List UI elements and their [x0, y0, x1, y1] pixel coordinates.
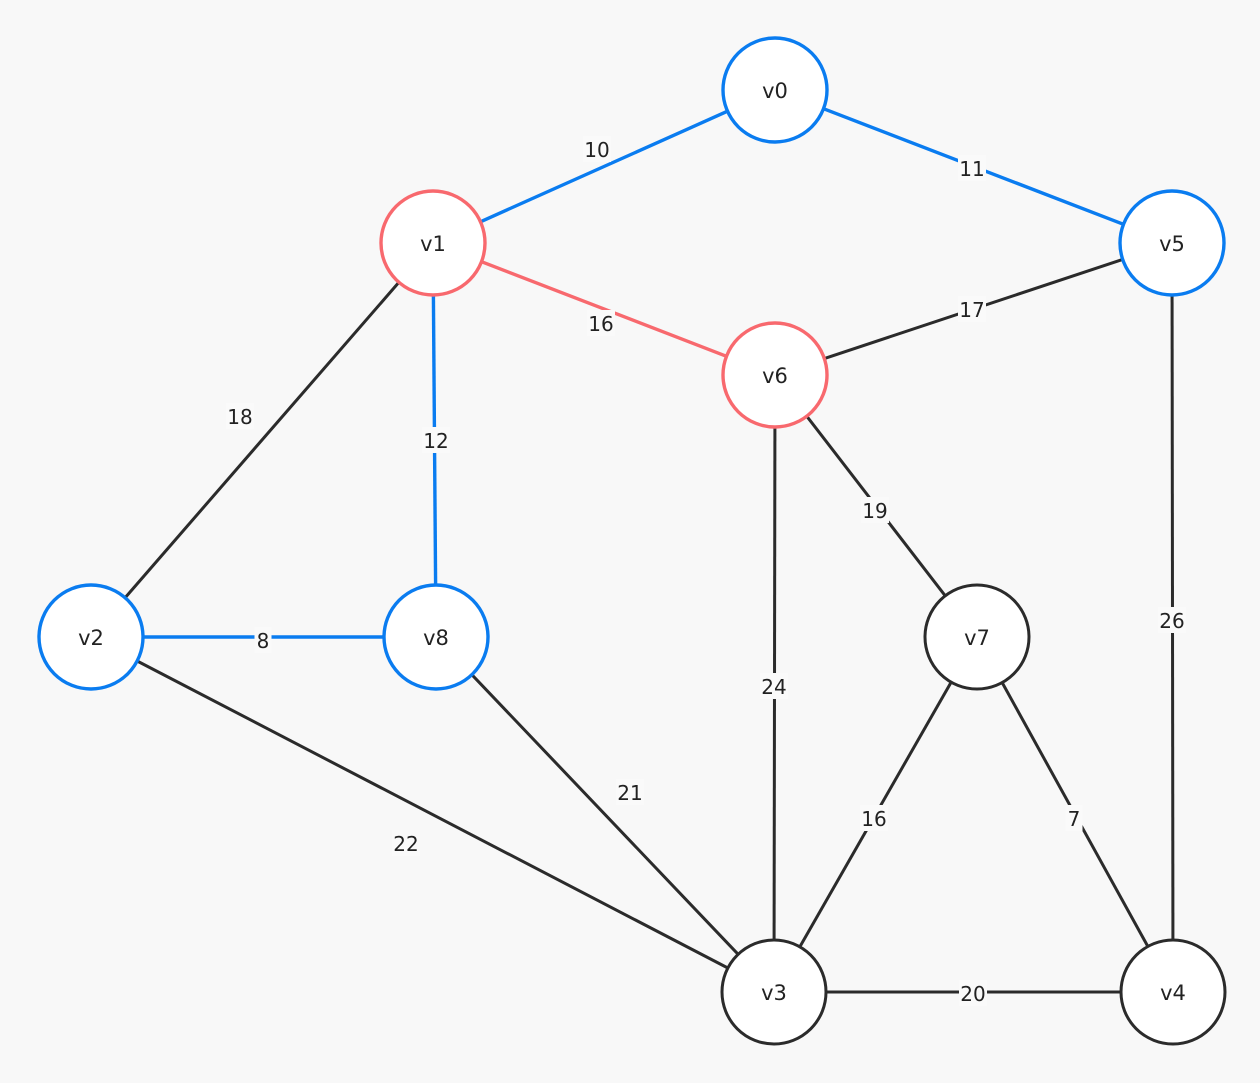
node-circle-v0[interactable]	[721, 36, 829, 144]
edge-weight-text: 16	[588, 312, 613, 336]
graph-node-v0[interactable]: v0	[721, 36, 829, 144]
graph-node-v2[interactable]: v2	[37, 583, 145, 691]
edge-weight-label-v0-v5: 11	[958, 155, 986, 181]
node-circle-v3[interactable]	[720, 938, 828, 1046]
edge-weight-text: 10	[584, 138, 609, 162]
edge-weight-label-v2-v3: 22	[392, 830, 420, 856]
graph-node-v8[interactable]: v8	[382, 583, 490, 691]
node-circle-v7[interactable]	[923, 583, 1031, 691]
node-label-v4: v4	[1160, 981, 1186, 1005]
edge-weight-label-v1-v0: 10	[583, 136, 611, 162]
edge-weight-text: 21	[617, 781, 642, 805]
graph-node-v4[interactable]: v4	[1119, 938, 1227, 1046]
node-label-v1: v1	[420, 232, 446, 256]
edge-weight-label-v6-v5: 17	[958, 296, 986, 322]
edge-weight-text: 8	[257, 629, 270, 653]
edge-label-background	[861, 497, 889, 523]
nodes-layer: v0 v1 v5 v6 v2 v8 v7 v3 v4	[37, 36, 1227, 1046]
edge-weight-text: 20	[960, 982, 985, 1006]
graph-edge-v1-v2	[123, 281, 401, 599]
node-circle-v2[interactable]	[37, 583, 145, 691]
graph-node-v6[interactable]: v6	[721, 321, 829, 429]
edge-label-background	[587, 310, 615, 336]
edge-weight-text: 24	[761, 675, 786, 699]
graph-node-v7[interactable]: v7	[923, 583, 1031, 691]
edge-label-background	[959, 980, 987, 1006]
edge-label-background	[616, 779, 644, 805]
edge-weight-label-v1-v6: 16	[587, 310, 615, 336]
graph-edge-v1-v6	[480, 260, 728, 358]
edge-weight-label-v3-v4: 20	[959, 980, 987, 1006]
node-label-v6: v6	[762, 364, 788, 388]
edge-weight-label-v6-v7: 19	[861, 497, 889, 523]
edge-weight-label-v8-v3: 21	[616, 779, 644, 805]
graph-edge-v2-v3	[136, 659, 729, 970]
edges-layer	[123, 107, 1175, 994]
node-label-v7: v7	[964, 626, 990, 650]
graph-node-v3[interactable]: v3	[720, 938, 828, 1046]
edge-label-background	[422, 427, 450, 453]
edge-weight-label-v7-v4: 7	[1065, 805, 1083, 831]
edge-weight-text: 11	[959, 157, 984, 181]
edge-label-background	[860, 805, 888, 831]
edge-weight-text: 26	[1159, 609, 1184, 633]
edge-label-background	[392, 830, 420, 856]
node-circle-v4[interactable]	[1119, 938, 1227, 1046]
node-label-v8: v8	[423, 626, 449, 650]
node-circle-v5[interactable]	[1118, 189, 1226, 297]
node-label-v3: v3	[761, 981, 787, 1005]
edge-weight-text: 22	[393, 832, 418, 856]
edge-weight-label-v1-v2: 18	[226, 403, 254, 429]
edge-label-background	[958, 155, 986, 181]
node-label-v2: v2	[78, 626, 104, 650]
edge-label-background	[583, 136, 611, 162]
edge-weight-text: 17	[959, 298, 984, 322]
edge-label-background	[254, 627, 272, 653]
edge-weight-text: 19	[862, 499, 887, 523]
graph-node-v1[interactable]: v1	[379, 189, 487, 297]
node-circle-v8[interactable]	[382, 583, 490, 691]
edge-weight-text: 12	[423, 429, 448, 453]
edge-weight-label-v5-v4: 26	[1158, 607, 1186, 633]
edge-label-background	[760, 673, 788, 699]
edge-label-background	[226, 403, 254, 429]
graph-node-v5[interactable]: v5	[1118, 189, 1226, 297]
graph-edge-v8-v3	[470, 673, 740, 956]
node-label-v5: v5	[1159, 232, 1185, 256]
node-circle-v6[interactable]	[721, 321, 829, 429]
edge-labels-layer: 10 11 16 17 18 12 8 19 24 26 21 22 16 7 20	[226, 136, 1186, 1006]
edge-weight-text: 16	[861, 807, 886, 831]
edge-weight-label-v6-v3: 24	[760, 673, 788, 699]
edge-weight-text: 7	[1068, 807, 1081, 831]
edge-weight-label-v2-v8: 8	[254, 627, 272, 653]
graph-edge-v1-v0	[479, 109, 729, 224]
edge-weight-label-v1-v8: 12	[422, 427, 450, 453]
edge-label-background	[1065, 805, 1083, 831]
node-label-v0: v0	[762, 79, 788, 103]
edge-weight-text: 18	[227, 405, 252, 429]
edge-weight-label-v7-v3: 16	[860, 805, 888, 831]
node-circle-v1[interactable]	[379, 189, 487, 297]
edge-label-background	[958, 296, 986, 322]
edge-label-background	[1158, 607, 1186, 633]
